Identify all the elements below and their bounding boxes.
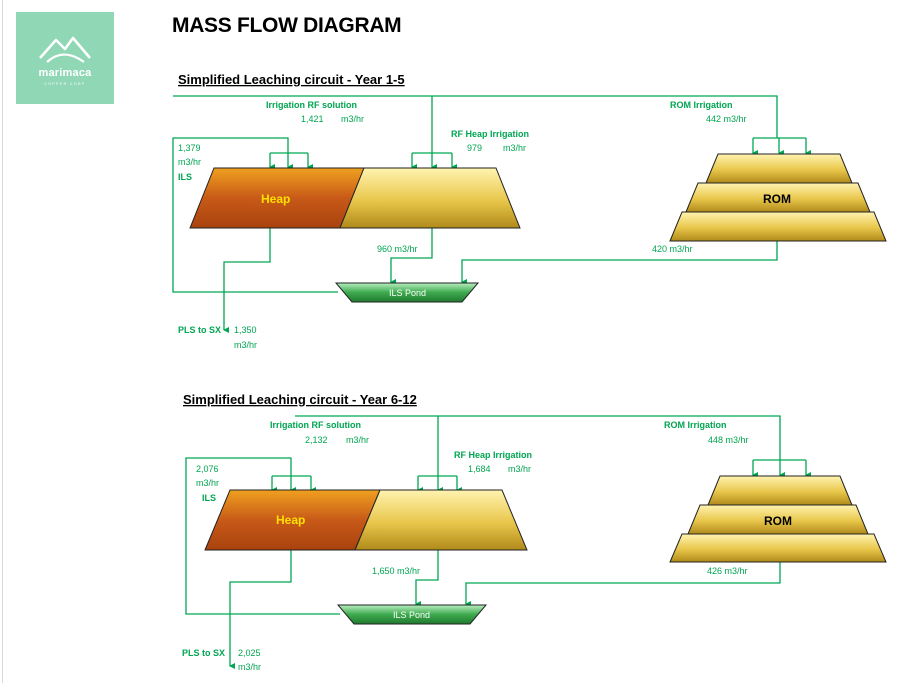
company-logo: marimaca COPPER CORP bbox=[16, 12, 114, 104]
circuit-1-ils-unit: m3/hr bbox=[178, 157, 201, 167]
page-title: MASS FLOW DIAGRAM bbox=[172, 14, 402, 37]
circuit-1-rf-heap-unit: m3/hr bbox=[503, 143, 526, 153]
circuit-1-rf-heap-value: 979 bbox=[467, 143, 482, 153]
circuit-2-title: Simplified Leaching circuit - Year 6-12 bbox=[183, 392, 417, 407]
circuit-2-rf-heap-unit: m3/hr bbox=[508, 464, 531, 474]
circuit-1-main-feed-line bbox=[173, 95, 778, 138]
circuit-2-irrigation-rf-unit: m3/hr bbox=[346, 435, 369, 445]
circuit-1-rom-irrigation-label: ROM Irrigation bbox=[670, 100, 733, 110]
circuit-2-ils-label: ILS bbox=[202, 493, 216, 503]
circuit-2-rom-irrigation-value: 448 m3/hr bbox=[708, 435, 749, 445]
circuit-2-ils-pond bbox=[336, 604, 488, 625]
logo-tagline: COPPER CORP bbox=[44, 82, 86, 86]
circuit-2-ils-unit: m3/hr bbox=[196, 478, 219, 488]
circuit-1-pls-unit: m3/hr bbox=[234, 340, 257, 350]
circuit-1-ils-pond bbox=[334, 282, 480, 303]
circuit-1-rf-heap-label: RF Heap Irrigation bbox=[451, 129, 529, 139]
logo-brand-name: marimaca bbox=[38, 67, 92, 79]
circuit-1-rom-tier-top bbox=[705, 153, 853, 184]
circuit-2-irrigation-rf-value: 2,132 bbox=[305, 435, 328, 445]
circuit-1-irrigation-rf-label: Irrigation RF solution bbox=[266, 100, 357, 110]
circuit-1-ils-recirc-line bbox=[172, 137, 338, 293]
circuit-1-rom-tier-bottom bbox=[669, 211, 887, 242]
circuit-1-heap-drain-line bbox=[390, 228, 433, 285]
circuit-2-pls-value: 2,025 bbox=[238, 648, 261, 658]
circuit-2-flow-lines bbox=[185, 415, 811, 669]
mountain-icon bbox=[39, 36, 91, 63]
circuit-2-rom-label: ROM bbox=[764, 514, 792, 528]
circuit-2-rom-tier-bottom bbox=[669, 533, 887, 563]
circuit-2-ils-recirc-line bbox=[185, 457, 340, 615]
circuit-1-pond-label: ILS Pond bbox=[389, 288, 426, 298]
circuit-2-pls-label: PLS to SX bbox=[182, 648, 225, 658]
circuit-1-heap-label: Heap bbox=[261, 192, 290, 206]
circuit-2-pls-unit: m3/hr bbox=[238, 662, 261, 672]
circuit-1-heap-gold-section bbox=[339, 167, 521, 229]
circuit-2-rom-irrigation-label: ROM Irrigation bbox=[664, 420, 727, 430]
circuit-1-ils-label: ILS bbox=[178, 172, 192, 182]
circuit-1-title: Simplified Leaching circuit - Year 1-5 bbox=[178, 72, 405, 87]
circuit-2-rom-drain-value: 426 m3/hr bbox=[707, 566, 748, 576]
circuit-2-main-feed-line bbox=[295, 415, 781, 460]
circuit-2-pond-label: ILS Pond bbox=[393, 610, 430, 620]
circuit-year-1-5: Simplified Leaching circuit - Year 1-5 bbox=[172, 72, 887, 350]
circuit-1-rom-drain-line bbox=[461, 241, 778, 285]
circuit-1-pls-label: PLS to SX bbox=[178, 325, 221, 335]
circuit-2-ils-value: 2,076 bbox=[196, 464, 219, 474]
circuit-1-rom-drain-value: 420 m3/hr bbox=[652, 244, 693, 254]
circuit-2-heap-gold-section bbox=[354, 489, 528, 551]
circuit-1-irrigation-rf-unit: m3/hr bbox=[341, 114, 364, 124]
circuit-2-pls-drain-line bbox=[229, 550, 292, 669]
circuit-2-rf-heap-value: 1,684 bbox=[468, 464, 491, 474]
circuit-2-rom-drain-line bbox=[465, 562, 781, 607]
circuit-year-6-12: Simplified Leaching circuit - Year 6-12 … bbox=[182, 392, 887, 672]
circuit-1-rom-label: ROM bbox=[763, 192, 791, 206]
circuit-1-irrigation-rf-value: 1,421 bbox=[301, 114, 324, 124]
circuit-2-rf-heap-label: RF Heap Irrigation bbox=[454, 450, 532, 460]
circuit-1-ils-value: 1,379 bbox=[178, 143, 201, 153]
circuit-2-rom-tier-top bbox=[707, 475, 853, 506]
circuit-2-irrigation-rf-label: Irrigation RF solution bbox=[270, 420, 361, 430]
circuit-2-heap-drain-line bbox=[415, 550, 439, 607]
circuit-1-pls-value: 1,350 bbox=[234, 325, 257, 335]
circuit-2-heap-label: Heap bbox=[276, 513, 305, 527]
circuit-1-pls-drain-line bbox=[223, 228, 271, 333]
left-border-line bbox=[2, 0, 3, 683]
circuit-1-heap-drain-value: 960 m3/hr bbox=[377, 244, 418, 254]
circuit-1-flow-lines bbox=[172, 95, 811, 333]
circuit-1-rom-irrigation-value: 442 m3/hr bbox=[706, 114, 747, 124]
circuit-2-heap-drain-value: 1,650 m3/hr bbox=[372, 566, 420, 576]
